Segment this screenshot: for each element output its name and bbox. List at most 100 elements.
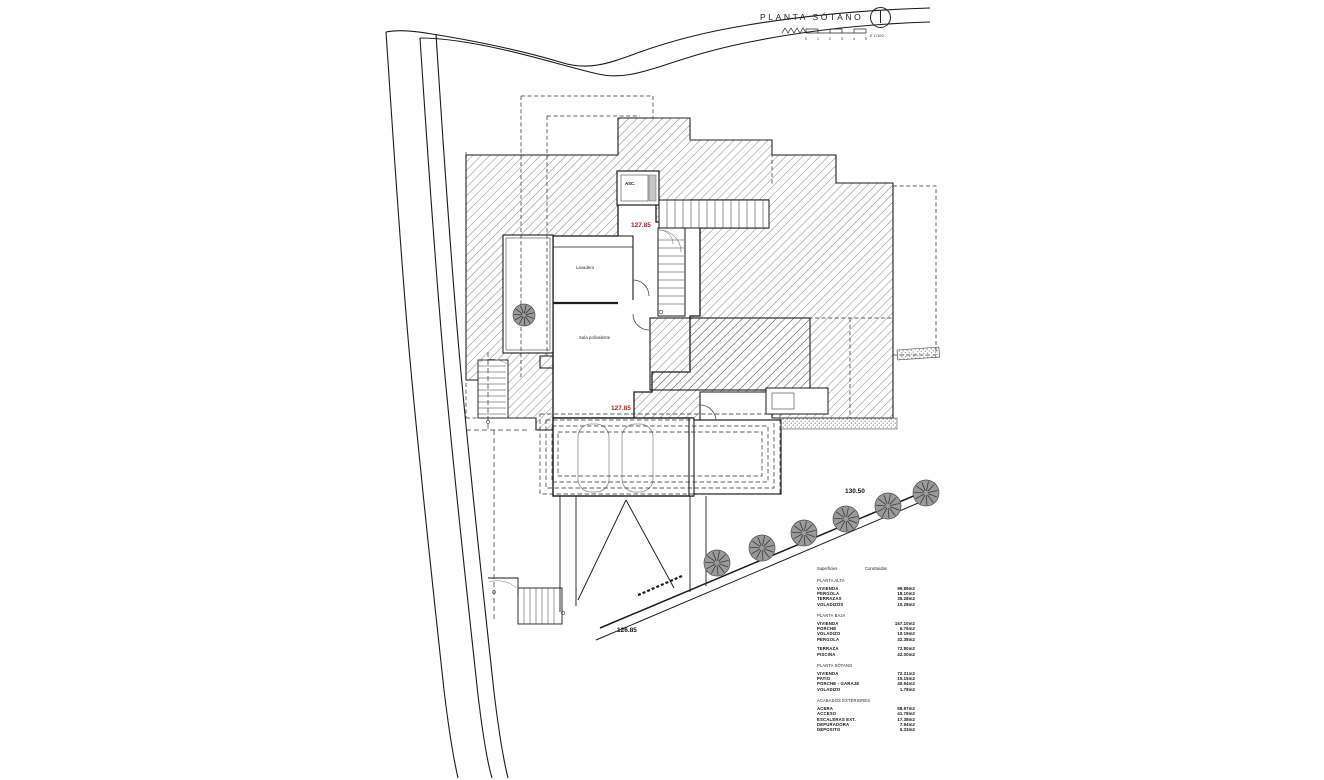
elevator-label: ASC. [625, 181, 636, 186]
surface-group-title: PLANTA SÓTANO [817, 663, 853, 669]
title-block: PLANTA SÓTANO E 1/100 [760, 7, 900, 38]
north-arrow-icon [870, 7, 891, 28]
site-boundary-roads [385, 7, 931, 779]
surface-row-name: TERRAZAS [817, 596, 842, 602]
overhang-projection-lines [465, 95, 937, 419]
equipment-room [765, 387, 829, 415]
surface-area-table: Superficies Construidas PLANTA ALTA VIVIE… [817, 566, 925, 739]
surface-row-name: VIVIENDA [817, 585, 839, 591]
surface-row: TERRAZAS 35.28m2 [817, 596, 925, 601]
surface-row-name: VIVIENDA [817, 670, 839, 676]
surface-row: PORCHE 6.76m2 [817, 626, 925, 631]
interior-walls [539, 235, 690, 418]
surface-row: ACERA 58.97m2 [817, 706, 925, 711]
scale-tick-label: 2 [829, 37, 831, 41]
surface-row-area: 40.94m2 [897, 681, 915, 687]
elev-garage: 127.85 [611, 405, 631, 412]
elev-upper-hall: 127.85 [631, 222, 651, 229]
surface-row-area: 1.78m2 [899, 686, 915, 692]
surface-row-area: 5.33m2 [899, 727, 915, 733]
north-needle [880, 10, 881, 23]
tree-symbol [912, 479, 940, 507]
tree-symbol [790, 519, 818, 547]
surface-row: ESCALERAS EXT. 17.38m2 [817, 717, 925, 722]
surface-row-area: 32.38m2 [897, 636, 915, 642]
surface-row-name: DEPURADORA [817, 721, 850, 727]
surface-row: VIVIENDA 157.10m2 [817, 621, 925, 626]
scale-tick-label: 0 [805, 37, 807, 41]
surface-row-name: ESCALERAS EXT. [817, 716, 856, 722]
surface-row-area: 41.78m2 [897, 711, 915, 717]
tree-symbol-patio [512, 303, 536, 327]
surface-row-name: VIVIENDA [817, 620, 839, 626]
surface-row-name: PERGOLA [817, 590, 840, 596]
surface-row-name: PORCHE [817, 626, 837, 632]
surface-row-area: 35.28m2 [897, 596, 915, 602]
scale-tick-label: 5 [865, 37, 867, 41]
garage-area [552, 417, 782, 497]
terrace-substructure [649, 317, 811, 391]
driveway-access-lines [539, 413, 781, 495]
staircase-exterior-west [477, 358, 509, 424]
surface-row-area: 10.28m2 [897, 601, 915, 607]
surface-row-name: VOLADIZO [817, 686, 841, 692]
surface-row-name: ACERA [817, 705, 834, 711]
surface-row-area: 15.15m2 [897, 675, 915, 681]
surface-row: PORCHE - GARAJE 40.94m2 [817, 681, 925, 686]
surface-group-title: PLANTA BAJA [817, 613, 846, 619]
tree-symbol [832, 505, 860, 533]
surface-row-name: PORCHE - GARAJE [817, 681, 860, 687]
surface-row-area: 17.38m2 [897, 716, 915, 722]
tree-symbol [874, 492, 902, 520]
surface-row: ACCESO 41.78m2 [817, 711, 925, 716]
surface-row-name: DEPOSITO [817, 727, 841, 733]
surface-group-title: ACABADOS EXTERIORES [817, 698, 871, 704]
scale-tick-label: 3 [841, 37, 843, 41]
elev-terrain-ne: 130.50 [845, 488, 865, 495]
surface-row-area: 58.97m2 [897, 705, 915, 711]
staircase-exterior-south [488, 577, 565, 625]
elev-terrain-s: 126.85 [617, 627, 637, 634]
surface-row: PATIO 15.15m2 [817, 676, 925, 681]
surface-row-area: 157.10m2 [894, 620, 915, 626]
surface-row: VOLADIZOS 10.28m2 [817, 602, 925, 607]
paving-band [780, 346, 940, 430]
surface-row-area: 7.94m2 [899, 721, 915, 727]
surface-row-area: 6.76m2 [899, 626, 915, 632]
surface-row: VOLADIZO 10.19m2 [817, 631, 925, 636]
column-header-superficies: Superficies [817, 566, 838, 571]
car-parking-outline [577, 423, 654, 493]
surface-row-area: 10.19m2 [897, 631, 915, 637]
surface-row-area: 42.00m2 [897, 651, 915, 657]
surface-row-name: VOLADIZO [817, 631, 841, 637]
surface-row-name: PATIO [817, 675, 831, 681]
column-header-construidas: Construidas [865, 566, 887, 571]
driveway-solid-lines [559, 496, 707, 612]
elevator-shaft [616, 170, 660, 206]
surface-row: VIVIENDA 99.89m2 [817, 586, 925, 591]
tree-symbol [703, 549, 731, 577]
surface-row: DEPURADORA 7.94m2 [817, 722, 925, 727]
graphic-scale-bar [781, 27, 867, 34]
page-title: PLANTA SÓTANO [760, 12, 864, 22]
surface-row-area: 99.89m2 [897, 585, 915, 591]
surface-row: VOLADIZO 1.78m2 [817, 687, 925, 692]
scale-tick-label: 1 [817, 37, 819, 41]
surface-row-name: ACCESO [817, 711, 837, 717]
surface-table-header: Superficies Construidas [817, 566, 925, 571]
room-polivalente: Sala polivalente [579, 335, 611, 340]
tree-symbol [748, 534, 776, 562]
surface-row-name: VOLADIZOS [817, 601, 844, 607]
plot-dashed-lines [466, 352, 530, 620]
surface-group-title: PLANTA ALTA [817, 578, 845, 583]
surface-row-area: 72.31m2 [897, 670, 915, 676]
